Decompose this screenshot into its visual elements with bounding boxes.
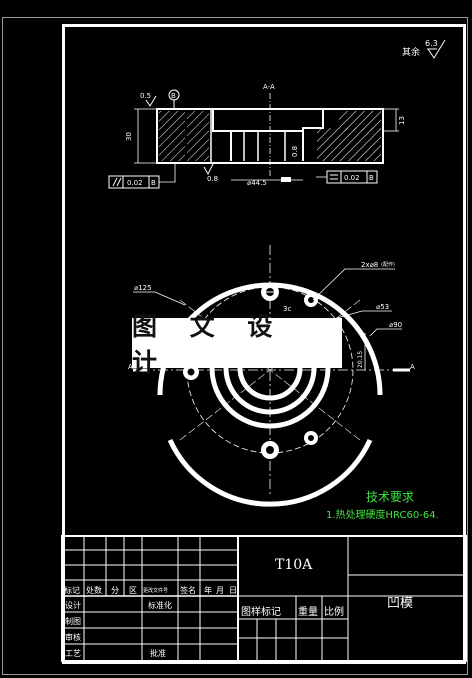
title-block xyxy=(61,535,467,662)
row-craft: 工艺 xyxy=(65,649,81,658)
watermark-text: 图 文 设 计 xyxy=(132,312,285,377)
dim-bore-diameter: ⌀44.5 xyxy=(247,179,267,187)
section-mark-right: A xyxy=(410,363,415,371)
perpendicularity-datum: B xyxy=(151,179,156,187)
section-mark-left: A xyxy=(128,363,133,371)
col-stage: 图样标记 xyxy=(241,607,281,618)
dim-angle: 3c xyxy=(283,305,291,313)
parallelism-value: 0.02 xyxy=(344,174,360,182)
header-day: 日 xyxy=(229,586,237,595)
roughness-0-8-inner: 0.8 xyxy=(291,146,299,157)
section-label: A-A xyxy=(263,83,275,91)
header-count: 处数 xyxy=(86,586,102,595)
header-year: 年 xyxy=(204,586,212,595)
tech-title: 技术要求 xyxy=(366,490,415,504)
pin-hole-lower xyxy=(304,431,318,445)
dim-height-30: 30 xyxy=(125,132,133,141)
header-div: 分 xyxy=(111,586,119,595)
roughness-symbol: 其余 6.3 xyxy=(402,39,446,59)
screw-hole-left xyxy=(183,364,199,380)
dim-pin-holes: 2x⌀8 xyxy=(361,261,378,269)
dim-height-13: 13 xyxy=(398,116,406,125)
dim-outer-diameter: ⌀125 xyxy=(134,284,152,292)
header-mark: 标记 xyxy=(64,586,80,595)
roughness-0-8-bottom: 0.8 xyxy=(207,175,218,183)
dim-d53: ⌀53 xyxy=(376,303,389,311)
perpendicularity-value: 0.02 xyxy=(127,179,143,187)
screw-hole-top xyxy=(261,283,279,301)
roughness-0-5: 0.5 xyxy=(140,92,151,100)
roughness-value: 6.3 xyxy=(425,39,438,48)
material-label: T10A xyxy=(275,557,313,573)
section-view: A-A 30 13 0.5 B 0.8 xyxy=(108,83,406,189)
col-scale: 比例 xyxy=(324,607,344,618)
col-weight: 重量 xyxy=(298,607,318,618)
outer-border xyxy=(2,17,468,675)
dim-pin-note: (配作) xyxy=(381,261,395,268)
roughness-label: 其余 xyxy=(402,46,420,58)
parallelism-datum: B xyxy=(369,174,374,182)
pin-hole-upper xyxy=(304,293,318,307)
screw-hole-bottom xyxy=(261,441,279,459)
header-month: 月 xyxy=(216,586,224,595)
tech-line-1: 1.热处理硬度HRC60-64. xyxy=(326,510,439,521)
row-check: 审核 xyxy=(65,633,81,642)
header-zone: 区 xyxy=(129,586,137,595)
row-drawn: 制图 xyxy=(65,617,81,626)
dim-d90: ⌀90 xyxy=(389,321,402,329)
datum-b-top: B xyxy=(171,92,176,100)
drawing-frame xyxy=(62,24,466,664)
header-sign: 签名 xyxy=(180,586,196,595)
row-design: 设计 xyxy=(65,601,81,610)
row-approve: 批准 xyxy=(150,649,166,658)
watermark-banner: 图 文 设 计 xyxy=(132,312,342,377)
part-name: 凹模 xyxy=(387,596,414,611)
dim-slot-width: 20.15 xyxy=(357,351,364,368)
header-change-doc: 更改文件号 xyxy=(143,588,169,594)
row-standard: 标准化 xyxy=(148,601,172,610)
